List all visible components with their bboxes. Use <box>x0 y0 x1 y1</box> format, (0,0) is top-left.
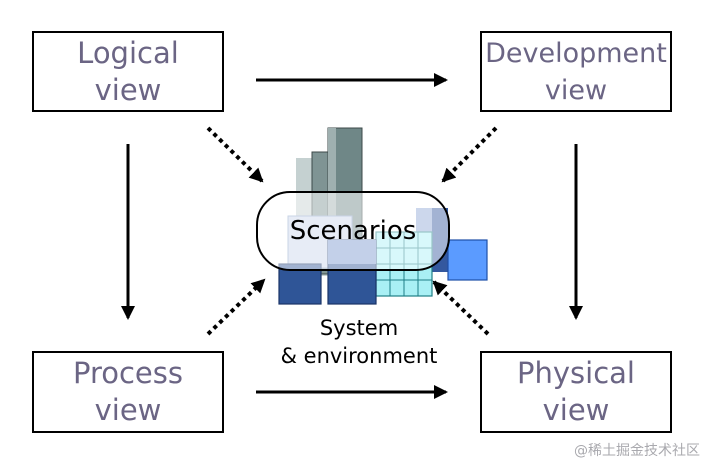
scenarios-label: Scenarios <box>289 216 417 246</box>
physical-view-box: Physical view <box>480 351 672 433</box>
system-label-line2: & environment <box>280 344 438 368</box>
development-view-subtitle: view <box>544 74 608 106</box>
system-label-line1: System <box>319 316 399 340</box>
physical-view-title: Physical <box>517 356 635 390</box>
process-view-box: Process view <box>32 351 224 433</box>
physical-view-subtitle: view <box>542 393 610 427</box>
development-view-title: Development <box>485 37 667 69</box>
scenarios-pill: Scenarios <box>256 191 450 271</box>
logical-view-box: Logical view <box>32 31 224 112</box>
system-environment-label: System & environment <box>258 314 460 370</box>
dotted-arrow-logical-to-scenarios <box>206 126 264 183</box>
process-view-title: Process <box>72 356 183 390</box>
logical-view-title: Logical <box>77 35 179 70</box>
watermark-text: @稀土掘金技术社区 <box>574 443 700 459</box>
process-view-subtitle: view <box>94 393 162 427</box>
development-view-box: Development view <box>480 31 672 112</box>
logical-view-subtitle: view <box>94 72 162 107</box>
dotted-arrow-development-to-scenarios <box>441 126 498 183</box>
block-bright-blue <box>447 239 488 281</box>
dotted-arrow-process-to-scenarios <box>206 278 266 336</box>
